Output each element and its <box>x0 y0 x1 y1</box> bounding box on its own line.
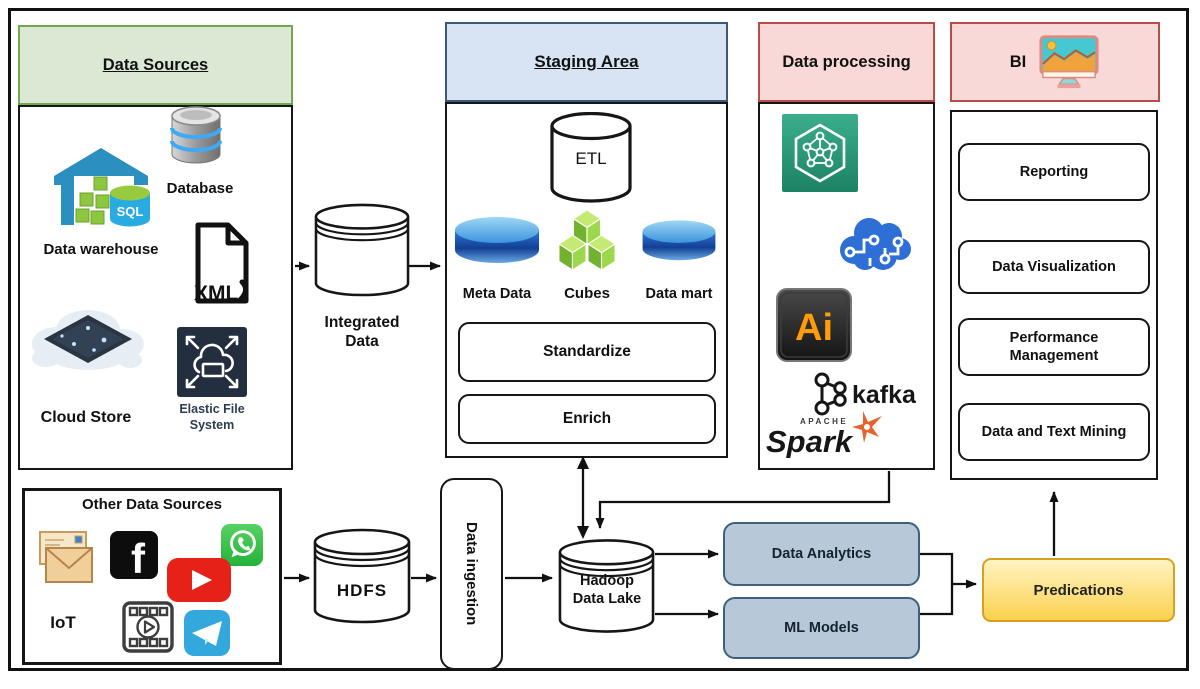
database-icon <box>170 106 222 164</box>
database-label: Database <box>166 180 234 197</box>
xml-file-icon: XML <box>194 222 249 305</box>
predications-box: Predications <box>982 558 1175 622</box>
youtube-icon <box>167 558 231 602</box>
data-mart-label: Data mart <box>645 286 713 302</box>
svg-text:XML: XML <box>194 282 239 305</box>
etl-label: ETL <box>575 149 607 168</box>
data-warehouse-label: Data warehouse <box>43 241 159 258</box>
meta-data-label: Meta Data <box>462 286 532 302</box>
svg-text:kafka: kafka <box>852 381 917 409</box>
bi-box-data-text-mining: Data and Text Mining <box>958 403 1150 461</box>
data-ingestion-box: Data ingestion <box>440 478 503 670</box>
svg-text:Ai: Ai <box>795 307 833 349</box>
svg-text:SQL: SQL <box>117 204 144 219</box>
standardize-box: Standardize <box>458 322 716 382</box>
monitor-chart-icon <box>1039 35 1099 89</box>
telegram-icon <box>184 610 230 656</box>
whatsapp-icon <box>221 524 263 566</box>
warehouse-sql-icon: SQL <box>54 148 150 227</box>
graph-network-icon <box>782 114 858 192</box>
iot-label: IoT <box>50 613 76 632</box>
svg-text:f: f <box>131 535 146 579</box>
ml-models-box: ML Models <box>723 597 920 659</box>
enrich-box: Enrich <box>458 394 716 444</box>
ai-brain-icon <box>840 218 911 270</box>
meta-data-disk <box>455 217 539 263</box>
efs-label: Elastic File System <box>179 402 245 432</box>
hadoop-data-lake-cylinder <box>558 539 655 633</box>
data-ingestion-label: Data ingestion <box>463 522 480 626</box>
elastic-file-system-icon <box>177 327 247 397</box>
bi-box-performance-management: Performance Management <box>958 318 1150 376</box>
bi-box-data-visualization: Data Visualization <box>958 240 1150 294</box>
bi-header: BI <box>950 22 1160 102</box>
integrated-data-label: Integrated Data <box>324 314 400 351</box>
svg-text:APACHE: APACHE <box>800 417 848 426</box>
email-icon <box>39 531 93 583</box>
spark-logo: APACHE Spark <box>766 411 882 458</box>
etl-cylinder <box>550 112 632 203</box>
cubes-label: Cubes <box>564 285 610 302</box>
kafka-logo: kafka <box>814 372 917 416</box>
cloud-store-label: Cloud Store <box>40 409 132 426</box>
integrated-data-cylinder <box>314 203 410 297</box>
data-mart-disk <box>642 220 716 261</box>
data-sources-header: Data Sources <box>18 25 293 105</box>
hdfs-label: HDFS <box>336 581 388 600</box>
data-processing-header: Data processing <box>758 22 935 102</box>
data-analytics-box: Data Analytics <box>723 522 920 586</box>
cloud-store-icon <box>32 310 144 370</box>
other-data-sources-title: Other Data Sources <box>81 496 223 513</box>
svg-text:Spark: Spark <box>766 424 854 458</box>
bi-box-reporting: Reporting <box>958 143 1150 201</box>
film-player-icon <box>122 601 174 653</box>
adobe-ai-icon: Ai <box>776 288 852 362</box>
hdfs-cylinder <box>313 528 411 624</box>
outer-frame <box>8 8 1189 671</box>
staging-area-header: Staging Area <box>445 22 728 102</box>
facebook-icon: f <box>110 531 158 579</box>
hadoop-data-lake-label: Hadoop Data Lake <box>572 573 642 608</box>
cubes-icon <box>558 209 616 271</box>
